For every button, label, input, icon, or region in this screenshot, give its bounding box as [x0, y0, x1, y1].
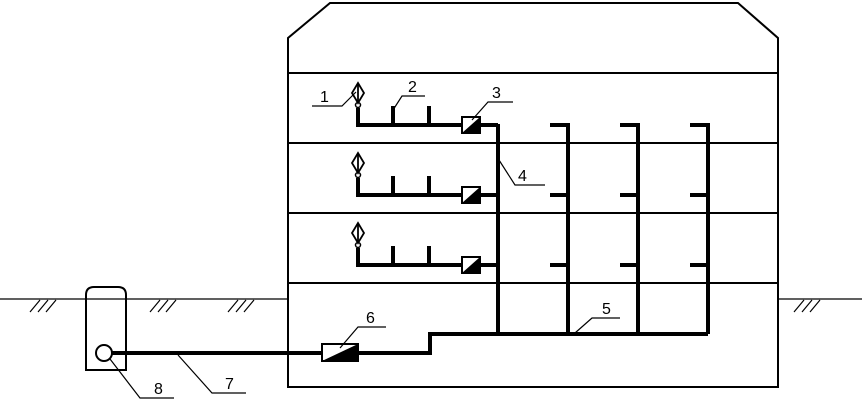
- label-2: 2: [408, 79, 417, 96]
- label-5: 5: [602, 301, 611, 318]
- water-tap-icon: [350, 151, 366, 179]
- callout-1: 1: [312, 89, 357, 107]
- callout-6: 6: [339, 310, 386, 349]
- ground: [0, 298, 862, 313]
- main-meter: [321, 343, 359, 362]
- building: [287, 2, 779, 388]
- water-tap-icon: [350, 221, 366, 249]
- callout-3: 3: [471, 85, 513, 121]
- callout-2: 2: [392, 79, 425, 111]
- water-tap-icon: [350, 81, 366, 109]
- label-8: 8: [154, 381, 163, 398]
- callout-7: 7: [177, 354, 246, 394]
- floor-branch: [350, 221, 498, 274]
- ground-hatching: [29, 299, 821, 313]
- riser: [690, 123, 710, 334]
- callout-8: 8: [109, 358, 174, 399]
- label-3: 3: [492, 85, 501, 102]
- label-1: 1: [320, 89, 329, 106]
- callout-4: 4: [498, 159, 545, 186]
- riser: [620, 123, 640, 334]
- floor-branch: [350, 151, 498, 204]
- callout-5: 5: [574, 301, 620, 334]
- label-7: 7: [225, 376, 234, 393]
- floor-branch: [350, 81, 498, 134]
- riser: [550, 123, 570, 334]
- pipe-network: [112, 123, 710, 355]
- label-6: 6: [366, 310, 375, 327]
- callouts: 1 2 3 4 5 6 7 8: [109, 79, 620, 399]
- label-4: 4: [518, 168, 527, 185]
